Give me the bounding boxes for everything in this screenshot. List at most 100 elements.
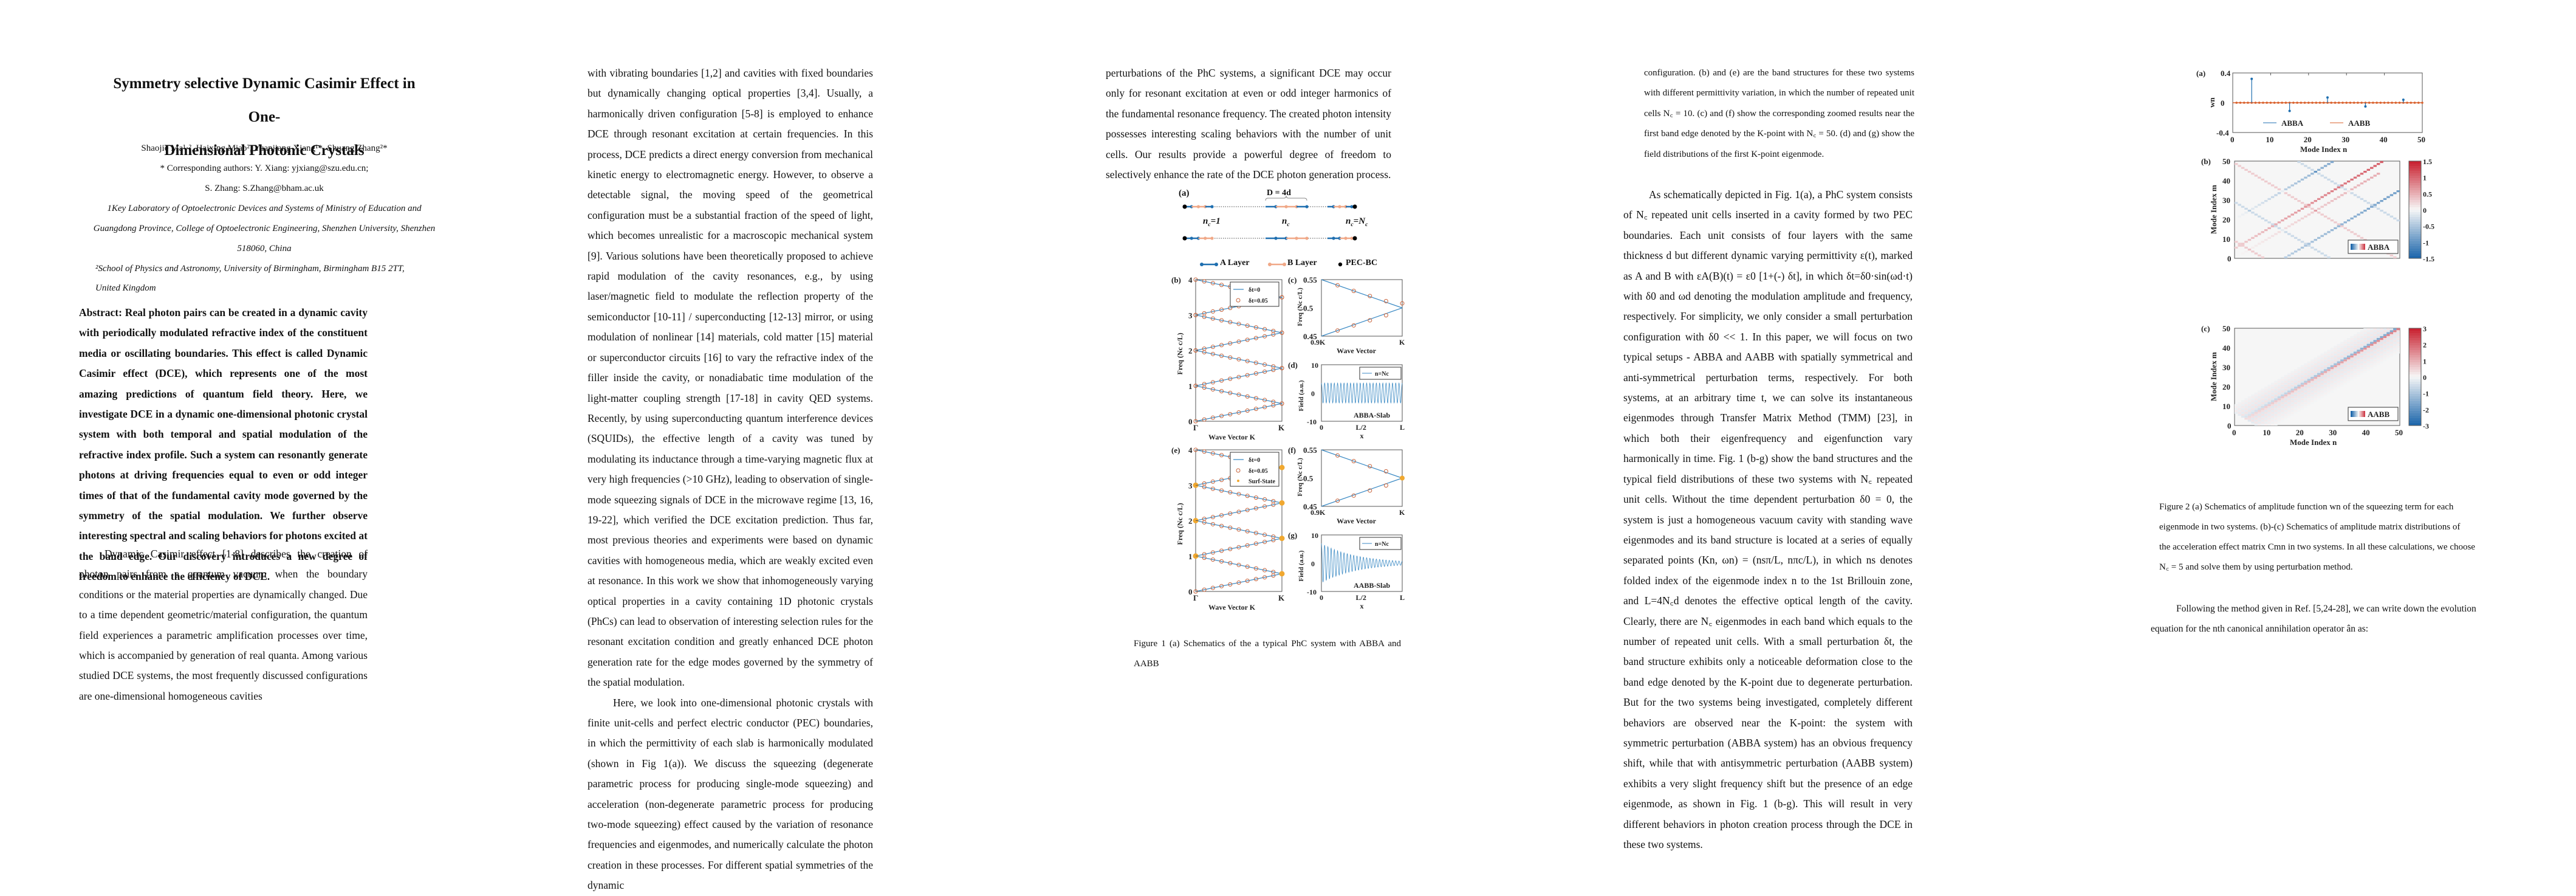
heatmap-cell xyxy=(2304,374,2307,377)
heatmap-cell xyxy=(2258,254,2261,257)
heatmap-cell xyxy=(2284,404,2288,406)
heatmap-cell xyxy=(2380,338,2383,340)
y-tick-label: 40 xyxy=(2222,343,2230,353)
heatmap-cell xyxy=(2254,416,2258,418)
heatmap-cell xyxy=(2330,181,2334,183)
panel-label: (c) xyxy=(2201,324,2210,333)
heatmap-cell xyxy=(2274,394,2278,396)
heatmap-cell xyxy=(2314,369,2317,371)
heatmap-cell xyxy=(2360,338,2364,340)
heatmap-cell xyxy=(2346,373,2351,375)
heatmap-cell xyxy=(2277,404,2281,406)
heatmap-cell xyxy=(2258,416,2261,418)
band-marker xyxy=(1228,376,1233,381)
affiliation-2-line1: ²School of Physics and Astronomy, Univer… xyxy=(95,264,405,274)
colorbar-segment xyxy=(2409,362,2421,365)
heatmap-cell xyxy=(2307,363,2311,365)
heatmap-cell xyxy=(2366,202,2371,204)
heatmap-cell xyxy=(2337,377,2341,379)
y-tick-label: 0 xyxy=(2221,98,2225,108)
heatmap-cell xyxy=(2277,416,2281,418)
heatmap-cell xyxy=(2258,243,2261,245)
intro-paragraph: Dynamic Casimir effect [1-8] describes t… xyxy=(79,548,368,702)
heatmap-cell xyxy=(2304,392,2307,395)
heatmap-cell xyxy=(2293,182,2298,185)
heatmap-cell xyxy=(2267,416,2271,418)
heatmap-cell xyxy=(2334,357,2337,360)
y-tick-label: 20 xyxy=(2222,382,2230,391)
colorbar-tick-label: 2 xyxy=(2423,341,2427,350)
x-tick-label: 0 xyxy=(1320,423,1323,432)
heatmap-cell xyxy=(2290,377,2294,379)
x-axis-label: Wave Vector K xyxy=(1208,603,1256,612)
heatmap-cell xyxy=(2334,374,2337,377)
heatmap-cell xyxy=(2287,377,2291,379)
aabb-stem-point xyxy=(2273,102,2276,104)
legend-gradient xyxy=(2351,244,2352,250)
heatmap-cell xyxy=(2284,217,2288,219)
heatmap-cell xyxy=(2264,400,2268,402)
heatmap-cell xyxy=(2386,343,2390,346)
heatmap-cell xyxy=(2290,373,2294,375)
x-tick-label: 30 xyxy=(2329,428,2337,437)
heatmap-cell xyxy=(2311,365,2314,367)
band-marker xyxy=(1210,387,1215,392)
heatmap-cell xyxy=(2337,371,2341,373)
heatmap-cell xyxy=(2307,174,2311,177)
heatmap-cell xyxy=(2366,330,2371,333)
heatmap-cell xyxy=(2383,330,2387,333)
affiliation-1-line3: 518060, China xyxy=(237,244,292,253)
heatmap-cell xyxy=(2258,396,2261,399)
heatmap-cell xyxy=(2300,163,2304,165)
heatmap-cell xyxy=(2366,351,2371,354)
heatmap-cell xyxy=(2277,392,2281,395)
heatmap-cell xyxy=(2337,365,2341,367)
field-curve xyxy=(1321,543,1403,582)
heatmap-cell xyxy=(2270,387,2275,389)
band-marker xyxy=(1335,498,1340,503)
y-axis-label: Mode Index m xyxy=(2209,352,2218,401)
heatmap-cell xyxy=(2311,173,2314,175)
heatmap-cell xyxy=(2327,384,2331,387)
heatmap-cell xyxy=(2274,390,2278,393)
heatmap-cell xyxy=(2370,328,2374,331)
heatmap-cell xyxy=(2244,418,2248,420)
heatmap-cell xyxy=(2340,361,2344,364)
heatmap-cell xyxy=(2304,382,2307,385)
heatmap-cell xyxy=(2281,418,2284,420)
pec-dot-icon xyxy=(1338,262,1343,267)
heatmap-cell xyxy=(2343,359,2347,362)
heatmap-cell xyxy=(2370,361,2374,364)
heatmap-cell xyxy=(2393,332,2397,334)
colorbar-segment xyxy=(2409,185,2421,188)
heatmap-cell xyxy=(2311,359,2314,362)
y-axis-label: Freq (Nc c/L) xyxy=(1176,333,1184,374)
heatmap-cell xyxy=(2357,353,2360,356)
aabb-stem-point xyxy=(2315,102,2318,104)
heatmap-cell xyxy=(2327,359,2331,362)
band-marker xyxy=(1253,506,1258,511)
heatmap-cell xyxy=(2251,400,2255,402)
heatmap-cell xyxy=(2317,371,2321,373)
page5-text: Following the method given in Ref. [5,24… xyxy=(2151,599,2476,639)
x-tick-label: K xyxy=(1278,423,1285,432)
heatmap-cell xyxy=(2314,363,2317,365)
band-marker xyxy=(1351,493,1356,498)
heatmap-cell xyxy=(2317,359,2321,362)
heatmap-cell xyxy=(2346,348,2351,350)
heatmap-cell xyxy=(2330,350,2334,352)
heatmap-cell xyxy=(2357,345,2360,348)
heatmap-cell xyxy=(2386,342,2390,344)
heatmap-cell xyxy=(2284,379,2288,381)
band-marker xyxy=(1219,318,1224,323)
heatmap-cell xyxy=(2320,369,2324,371)
heatmap-cell xyxy=(2357,373,2360,375)
heatmap-cell xyxy=(2304,243,2307,245)
heatmap-cell xyxy=(2357,365,2360,367)
heatmap-cell xyxy=(2258,421,2261,424)
heatmap-cell xyxy=(2376,340,2380,342)
heatmap-cell xyxy=(2270,388,2275,391)
band-marker xyxy=(1202,382,1207,387)
band-line xyxy=(1195,502,1283,522)
colorbar-segment xyxy=(2409,217,2421,220)
